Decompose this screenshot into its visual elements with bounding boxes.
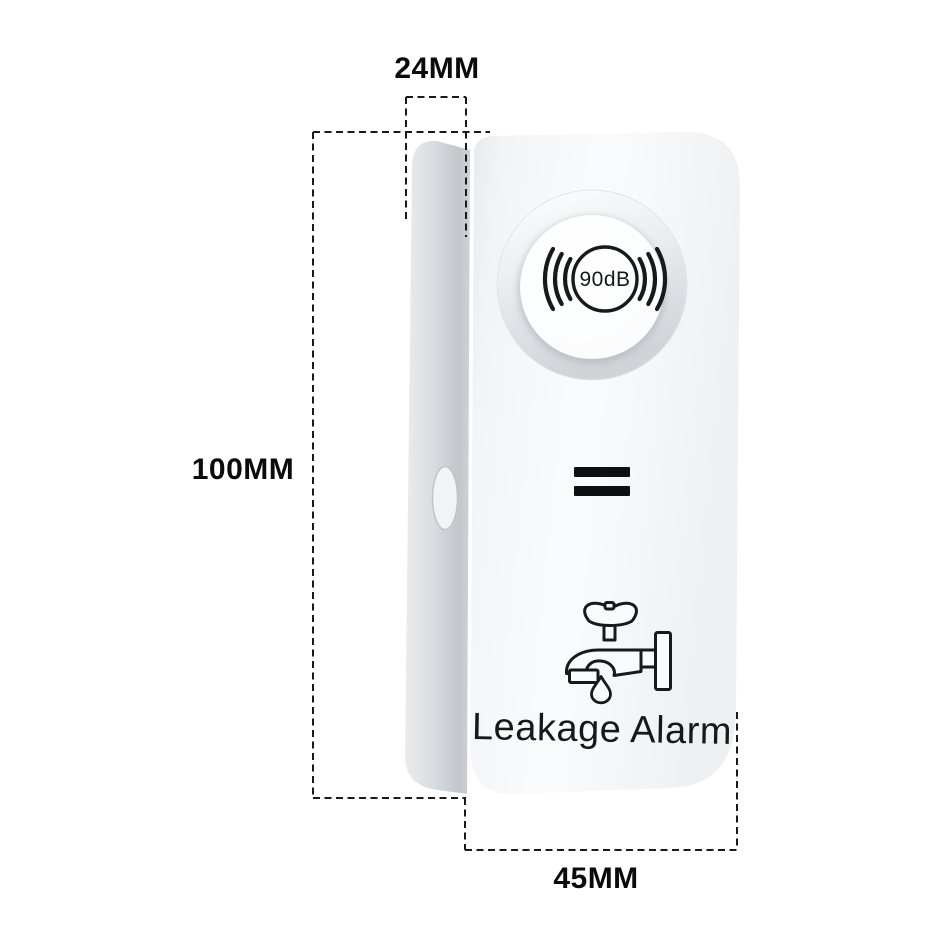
db-circle: [571, 245, 639, 313]
water-drop-icon: [590, 675, 612, 705]
dimension-width-label: 24MM: [394, 52, 480, 85]
db-rating-label: 90dB: [579, 268, 631, 291]
faucet-flange: [654, 631, 672, 691]
faucet-icon: [564, 601, 672, 691]
product-name-label: Leakage Alarm: [471, 706, 733, 753]
side-button: [431, 465, 459, 531]
indicator-slots: [574, 467, 630, 496]
dimension-lines: [312, 96, 738, 851]
device-side-face: [404, 140, 470, 795]
leak-alarm-device: [404, 132, 740, 795]
dimension-height-label: 100MM: [191, 453, 295, 486]
faucet-nozzle: [568, 668, 600, 684]
sound-waves-icon: [542, 245, 668, 313]
dimension-depth-label: 45MM: [553, 862, 639, 895]
speaker-button: [496, 189, 688, 381]
speaker-disc: [520, 215, 664, 359]
faucet-knob: [603, 601, 616, 611]
